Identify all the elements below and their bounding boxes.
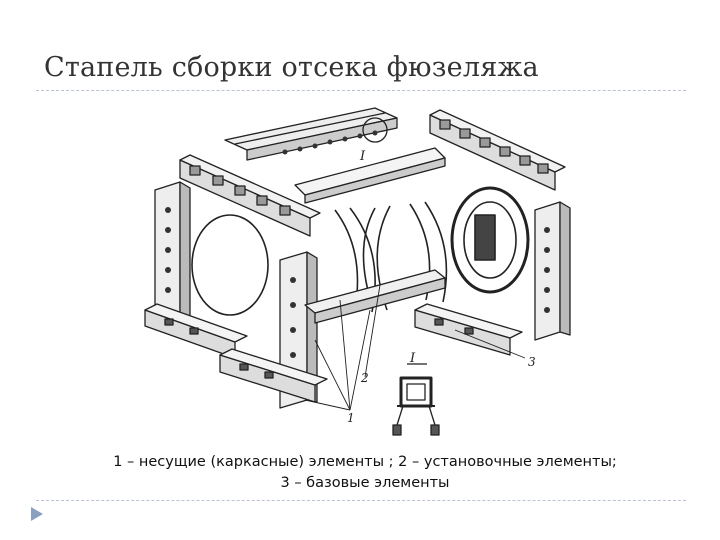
slide-title: Стапель сборки отсека фюзеляжа bbox=[44, 52, 539, 83]
detail-inset-label: I bbox=[409, 351, 416, 366]
detail-mark-label: I bbox=[359, 149, 366, 164]
left-rear-column bbox=[154, 181, 191, 324]
footer-divider bbox=[36, 500, 686, 501]
detail-circle bbox=[362, 117, 388, 143]
left-top-rail bbox=[179, 154, 321, 237]
callout-2: 2 bbox=[360, 371, 369, 385]
middle-beam bbox=[294, 147, 446, 204]
title-divider bbox=[36, 90, 686, 91]
figure-caption: 1 – несущие (каркасные) элементы ; 2 – у… bbox=[60, 452, 670, 494]
callout-1: 1 bbox=[347, 411, 355, 425]
callout-3: 3 bbox=[528, 355, 536, 369]
right-top-rail bbox=[429, 109, 566, 191]
caption-line-2: 3 – базовые элементы bbox=[280, 475, 450, 491]
top-rear-beam bbox=[224, 107, 398, 161]
caption-line-1: 1 – несущие (каркасные) элементы ; 2 – у… bbox=[113, 454, 617, 470]
leader-lines bbox=[304, 284, 526, 411]
triangle-bullet-icon bbox=[31, 507, 43, 521]
base-plates bbox=[144, 303, 523, 403]
right-front-column bbox=[534, 201, 571, 341]
detail-inset: I bbox=[392, 351, 440, 436]
assembly-jig-drawing: I bbox=[144, 107, 571, 436]
